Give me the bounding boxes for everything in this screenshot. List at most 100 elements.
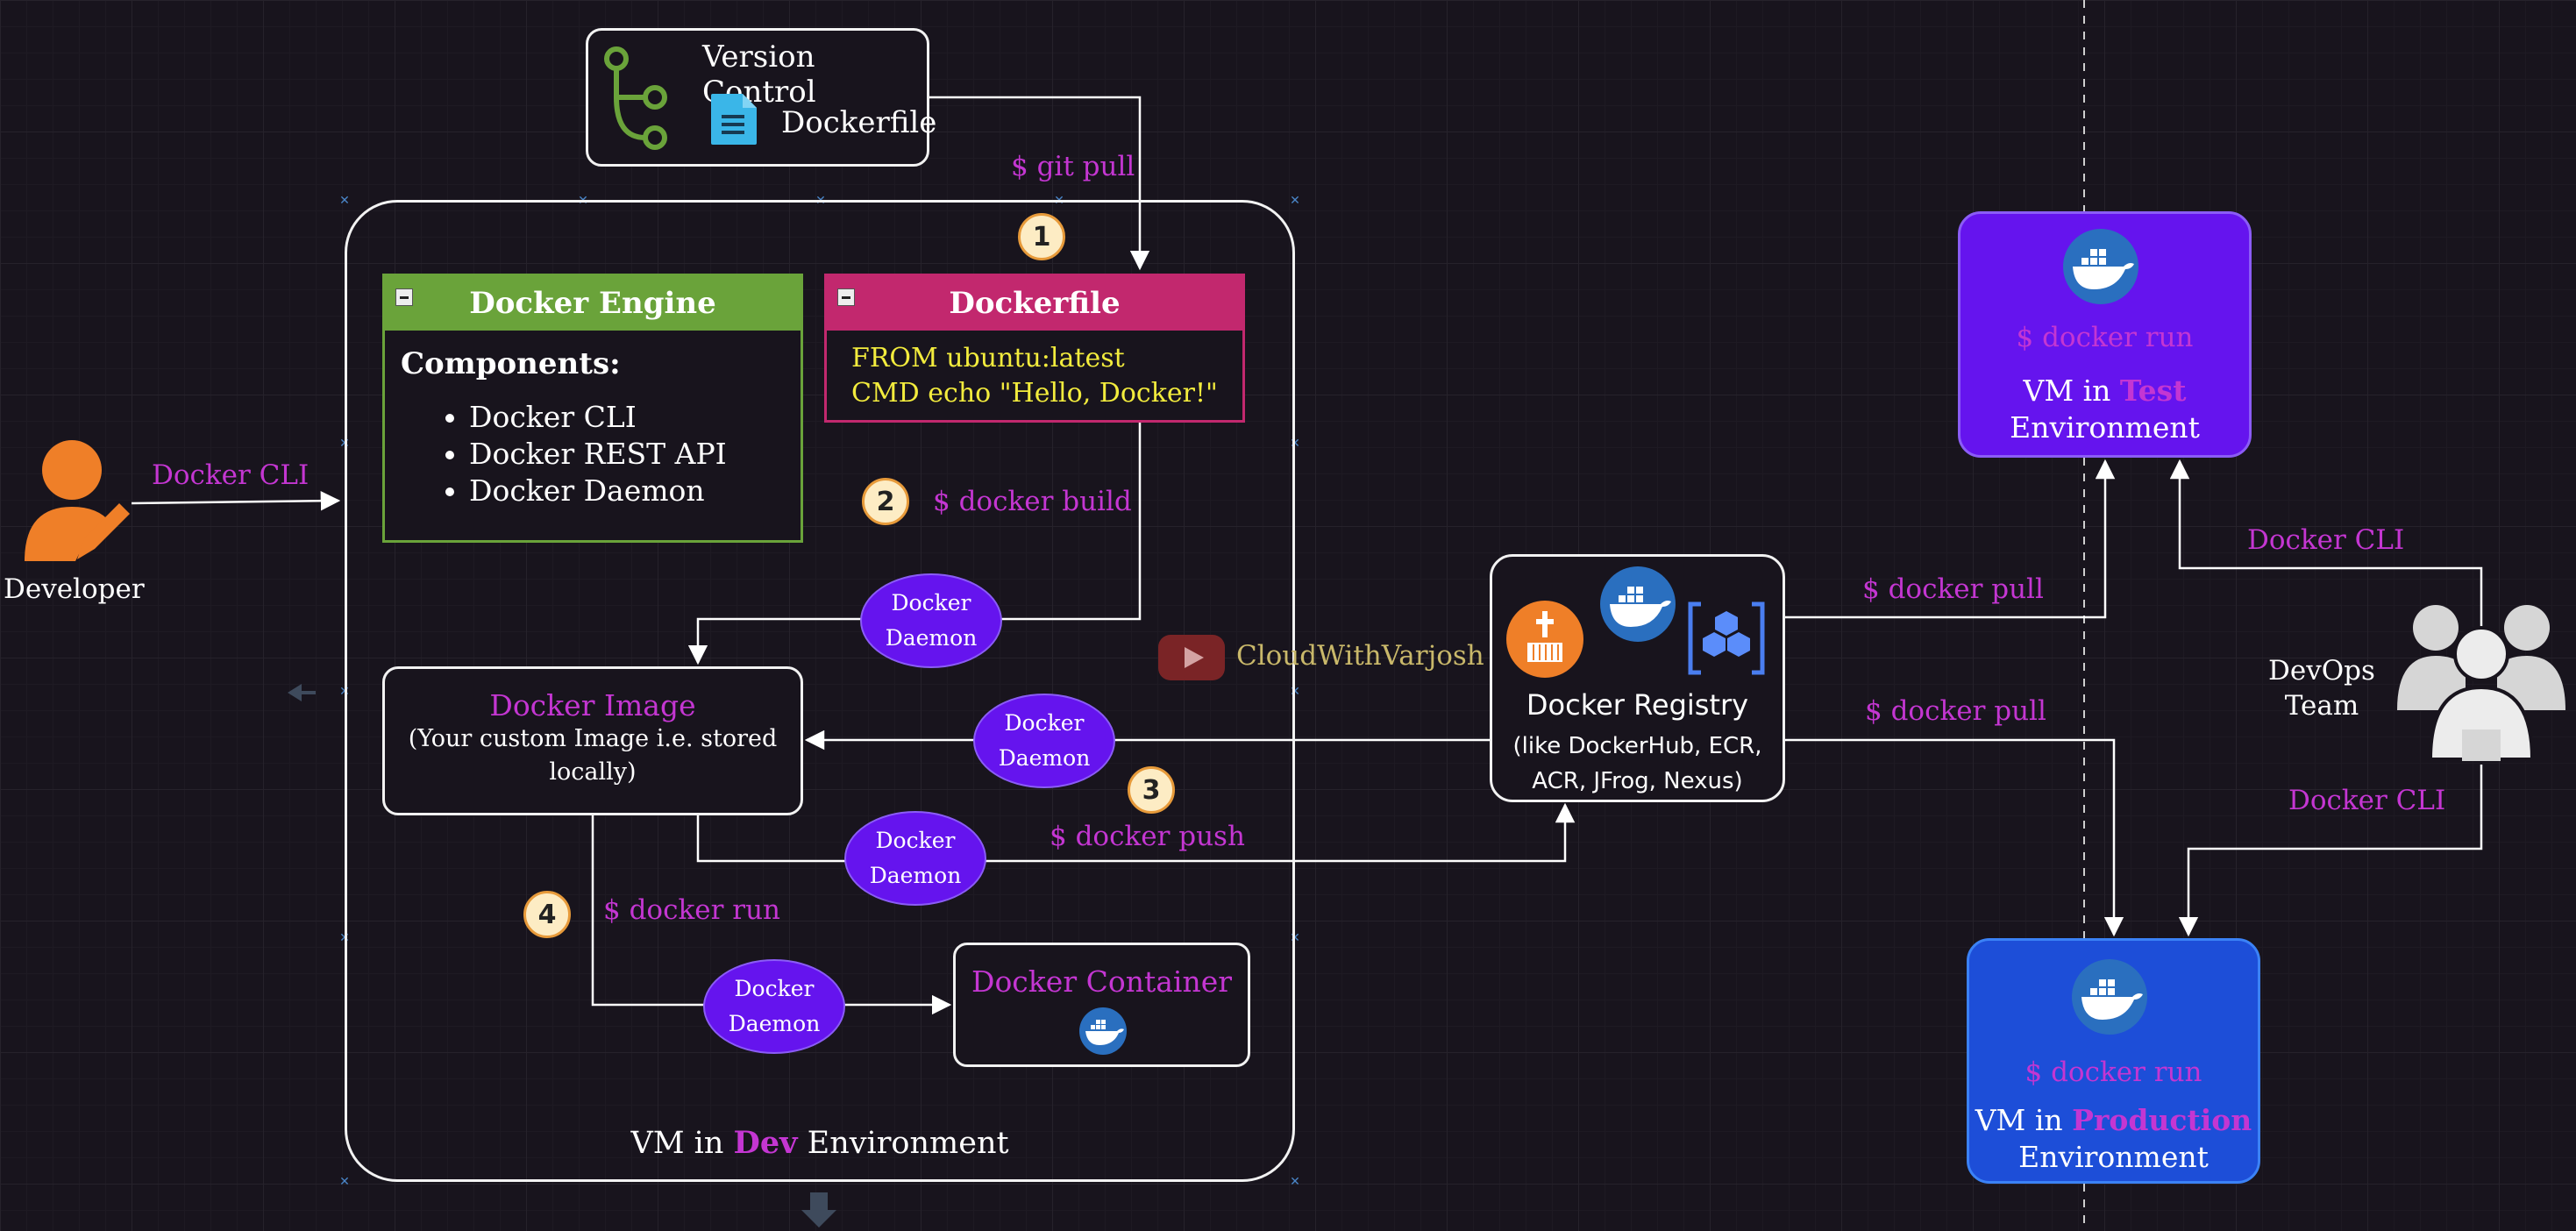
components-heading: Components: — [401, 346, 621, 381]
vm-production-environment[interactable]: $ docker run VM in Production Environmen… — [1967, 938, 2260, 1184]
docker-registry-box[interactable]: Docker Registry (like DockerHub, ECR, AC… — [1490, 554, 1785, 802]
selection-handle[interactable]: ✕ — [339, 194, 350, 208]
daemon-line: Daemon — [728, 1011, 821, 1036]
daemon-line: Docker — [1004, 710, 1085, 736]
step-badge: 2 — [862, 478, 909, 525]
devops-cli-prod-label: Docker CLI — [2288, 785, 2446, 816]
team-icon — [2397, 605, 2565, 761]
vm-dev-environment[interactable]: VM in Dev Environment — [345, 200, 1295, 1182]
docker-engine-title: Docker Engine — [469, 286, 716, 321]
docker-container-title: Docker Container — [971, 964, 1233, 999]
container-registry-icon — [1688, 601, 1765, 675]
vm-prod-label: VM in Production Environment — [1969, 1102, 2258, 1176]
daemon-line: Daemon — [869, 863, 962, 888]
daemon-line: Docker — [875, 828, 956, 853]
daemon-line: Docker — [734, 976, 815, 1001]
docker-pull-test-label: $ docker pull — [1862, 573, 2044, 605]
vm-test-line2: Environment — [2010, 410, 2200, 445]
collapse-icon[interactable] — [395, 288, 413, 306]
selection-handle[interactable]: ✕ — [339, 685, 350, 699]
pull-test-connector — [1785, 459, 2116, 619]
vm-test-env-name: Test — [2119, 374, 2187, 408]
dockerfile-header: Dockerfile — [827, 276, 1242, 331]
docker-engine-panel[interactable]: Docker Engine Components: Docker CLI Doc… — [382, 274, 803, 543]
harbor-icon — [1506, 601, 1583, 678]
version-control-box[interactable]: Version Control Dockerfile — [586, 28, 936, 167]
dockerfile-code: FROM ubuntu:latest CMD echo "Hello, Dock… — [851, 341, 1218, 411]
collapse-icon[interactable] — [837, 288, 855, 306]
daemon-line: Daemon — [885, 625, 978, 651]
dockerfile-panel[interactable]: Dockerfile FROM ubuntu:latest CMD echo "… — [824, 274, 1245, 423]
step-badge: 3 — [1128, 766, 1175, 814]
dockerfile-line: FROM ubuntu:latest — [851, 343, 1125, 374]
docker-push-label: $ docker push — [1050, 821, 1245, 852]
docker-image-title: Docker Image — [489, 688, 696, 722]
docker-pull-prod-label: $ docker pull — [1865, 695, 2046, 727]
developer-label: Developer — [4, 573, 145, 605]
developer-cli-connector — [131, 491, 341, 511]
devops-prod-connector — [2178, 765, 2483, 937]
docker-container-box[interactable]: Docker Container — [953, 943, 1250, 1067]
docker-engine-header: Docker Engine — [385, 276, 801, 331]
vm-dev-env-name: Dev — [733, 1125, 798, 1161]
version-control-file: Dockerfile — [781, 105, 937, 140]
registry-desc-line: ACR, JFrog, Nexus) — [1532, 768, 1743, 794]
daemon-line: Daemon — [998, 745, 1091, 771]
devops-label-line: DevOps — [2268, 655, 2375, 687]
vm-dev-label: VM in Dev Environment — [347, 1125, 1292, 1161]
selection-handle[interactable]: ✕ — [1290, 194, 1300, 208]
docker-whale-icon — [2063, 229, 2138, 304]
faint-left-arrow — [288, 684, 316, 701]
version-control-title: Version Control — [702, 39, 816, 110]
registry-desc: (like DockerHub, ECR, ACR, JFrog, Nexus) — [1492, 729, 1783, 799]
step-badge: 1 — [1018, 213, 1065, 260]
vm-dev-suffix: Environment — [797, 1126, 1009, 1161]
vm-test-prefix: VM in — [2023, 374, 2120, 408]
selection-handle[interactable]: ✕ — [339, 1175, 350, 1189]
selection-handle[interactable]: ✕ — [339, 931, 350, 945]
dockerfile-title: Dockerfile — [949, 286, 1121, 321]
document-icon — [711, 94, 757, 145]
registry-desc-line: (like DockerHub, ECR, — [1512, 733, 1762, 759]
developer-cli-label: Docker CLI — [152, 459, 310, 491]
vm-test-command: $ docker run — [2016, 322, 2194, 353]
docker-engine-body: Components: Docker CLI Docker REST API D… — [401, 346, 727, 509]
component-item: Docker Daemon — [469, 473, 727, 509]
pull-prod-connector — [1785, 738, 2124, 937]
vm-prod-prefix: VM in — [1975, 1103, 2073, 1137]
devops-label-line: Team — [2284, 690, 2359, 722]
component-item: Docker REST API — [469, 436, 727, 473]
git-branch-icon — [604, 46, 667, 150]
vm-test-environment[interactable]: $ docker run VM in Test Environment — [1958, 211, 2252, 458]
vm-prod-line2: Environment — [2018, 1140, 2209, 1174]
selection-handle[interactable]: ✕ — [339, 437, 350, 451]
selection-handle[interactable]: ✕ — [1290, 1175, 1300, 1189]
watermark-text: CloudWithVarjosh — [1236, 640, 1484, 672]
push-connector — [696, 802, 1576, 863]
docker-whale-icon — [1079, 1007, 1127, 1055]
registry-title: Docker Registry — [1526, 688, 1749, 722]
faint-down-arrow — [801, 1192, 836, 1227]
step-badge: 4 — [523, 891, 571, 938]
daemon-line: Docker — [891, 590, 971, 616]
devops-cli-test-label: Docker CLI — [2247, 524, 2405, 556]
docker-run-label: $ docker run — [603, 894, 780, 926]
component-item: Docker CLI — [469, 399, 727, 436]
components-list: Docker CLI Docker REST API Docker Daemon — [401, 399, 727, 509]
vm-test-label: VM in Test Environment — [1960, 373, 2249, 446]
devops-test-connector — [2169, 459, 2483, 646]
docker-image-desc: (Your custom Image i.e. stored locally) — [408, 725, 778, 786]
docker-hub-icon — [1600, 566, 1676, 642]
developer-icon — [25, 440, 130, 561]
dockerfile-line: CMD echo "Hello, Docker!" — [851, 378, 1218, 409]
youtube-icon — [1158, 635, 1225, 680]
docker-build-label: $ docker build — [933, 486, 1132, 517]
git-pull-connector — [929, 96, 1150, 271]
docker-image-box[interactable]: Docker Image (Your custom Image i.e. sto… — [382, 666, 803, 815]
devops-team-label: DevOps Team — [2264, 653, 2380, 723]
